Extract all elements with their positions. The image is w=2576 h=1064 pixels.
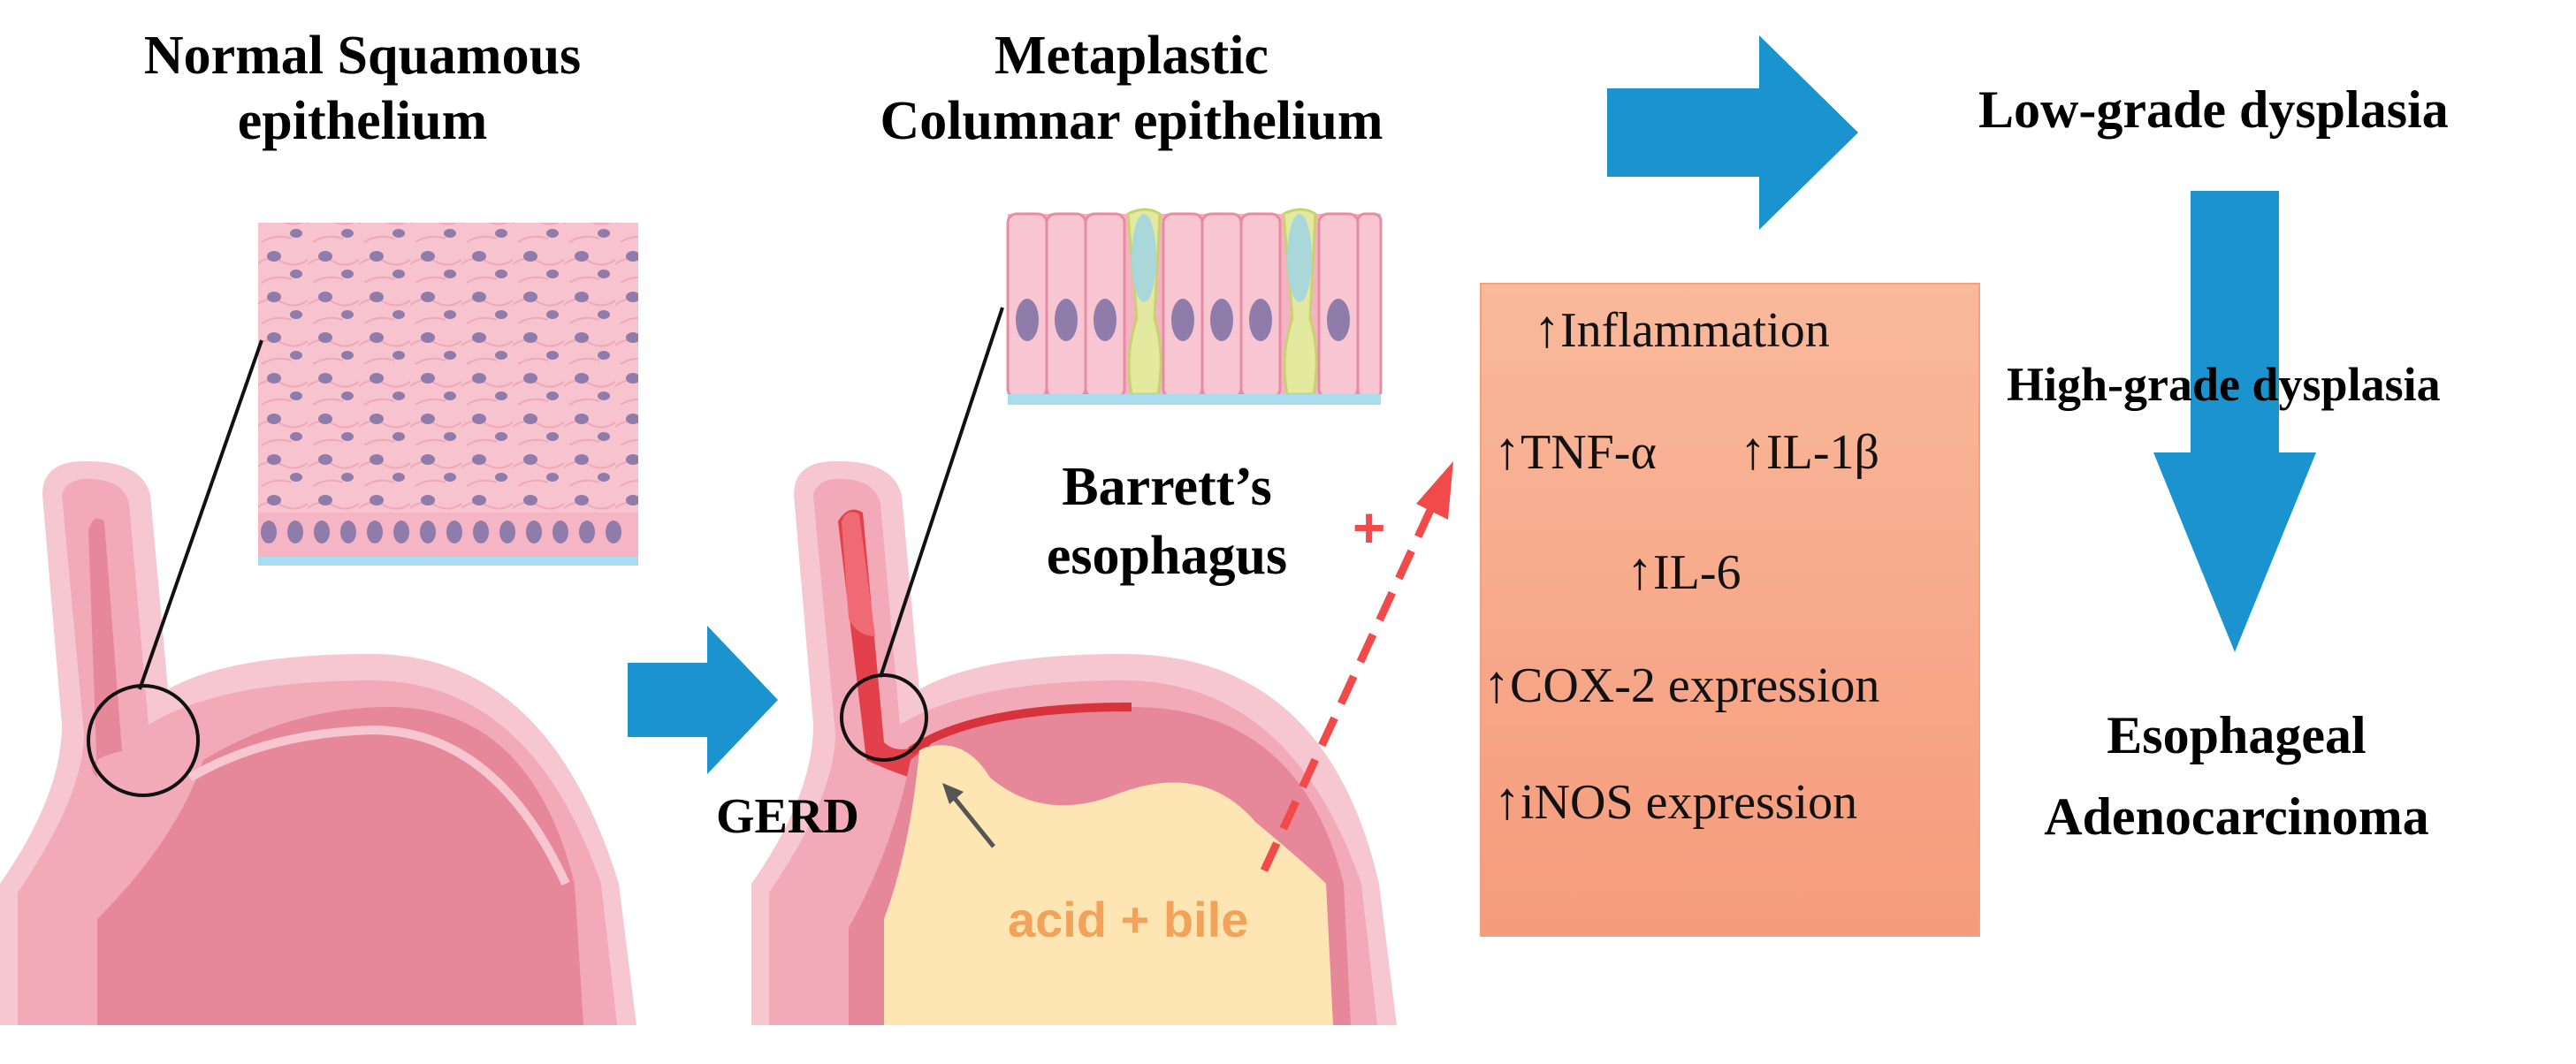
up-arrow-icon: ↑ [1494, 771, 1520, 830]
progress-arrow-2 [1607, 35, 1858, 230]
marker-il-1beta: ↑IL-1β [1740, 422, 1879, 480]
columnar-epithelium-inset [1006, 208, 1383, 405]
barretts-line2: esophagus [1046, 526, 1288, 586]
stage-high-grade-dysplasia: High-grade dysplasia [2007, 358, 2441, 411]
marker-cox-2: ↑COX-2 expression [1483, 655, 1880, 713]
marker-inos: ↑iNOS expression [1494, 771, 1858, 830]
stimulation-arrow [1260, 461, 1453, 872]
stage-esophageal-adenocarcinoma: Esophageal Adenocarcinoma [1989, 695, 2484, 857]
inflammatory-markers-box [1480, 283, 1980, 937]
plus-sign: + [1353, 496, 1386, 559]
metaplastic-title-line1: Metaplastic [995, 26, 1269, 86]
up-arrow-icon: ↑ [1740, 422, 1766, 480]
barretts-stomach-illustration [751, 307, 1397, 1025]
metaplastic-epithelium-title: Metaplastic Columnar epithelium [787, 23, 1476, 154]
barretts-line1: Barrett’s [1062, 457, 1272, 517]
up-arrow-icon: ↑ [1494, 422, 1520, 480]
squamous-epithelium-inset [258, 223, 638, 566]
up-arrow-icon: ↑ [1534, 300, 1560, 358]
normal-epithelium-title: Normal Squamous epithelium [71, 23, 654, 154]
marker-tnf-alpha: ↑TNF-α [1494, 422, 1657, 480]
final-line1: Esophageal [2107, 706, 2366, 764]
barretts-esophagus-label: Barrett’s esophagus [990, 452, 1344, 590]
gerd-label: GERD [716, 789, 859, 844]
up-arrow-icon: ↑ [1483, 655, 1510, 713]
progress-arrow-3 [2153, 191, 2316, 652]
acid-bile-label: acid + bile [1008, 892, 1249, 947]
final-line2: Adenocarcinoma [2044, 787, 2429, 846]
normal-title-line2: epithelium [237, 91, 488, 151]
normal-title-line1: Normal Squamous [143, 26, 582, 86]
progress-arrow-1 [628, 626, 778, 774]
marker-inflammation: ↑Inflammation [1534, 300, 1830, 358]
stage-low-grade-dysplasia: Low-grade dysplasia [1978, 80, 2449, 139]
marker-il-6: ↑IL-6 [1627, 542, 1741, 600]
up-arrow-icon: ↑ [1627, 542, 1653, 600]
normal-stomach-illustration [0, 339, 636, 1025]
metaplastic-title-line2: Columnar epithelium [880, 91, 1383, 151]
